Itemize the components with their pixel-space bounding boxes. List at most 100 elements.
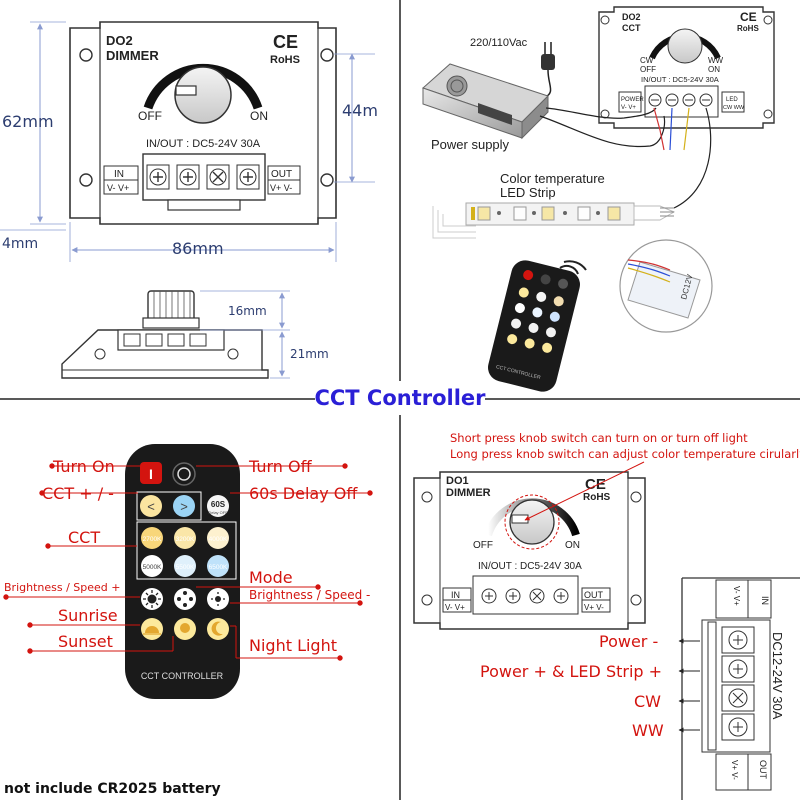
io-rating-label: IN/OUT : DC5-24V 30A bbox=[641, 75, 719, 84]
led-strip bbox=[432, 202, 676, 239]
label-mode: Mode bbox=[249, 568, 293, 587]
label-brightness-down: Brightness / Speed - bbox=[249, 588, 370, 602]
knob bbox=[174, 66, 232, 124]
inner-height-dimension: 44m bbox=[342, 101, 378, 120]
side-terminal-screws bbox=[721, 626, 755, 741]
battery-inset: DC12V bbox=[619, 239, 713, 333]
cct-3200-button[interactable] bbox=[174, 527, 196, 549]
chevron-right-icon: > bbox=[180, 499, 188, 514]
cct-value: 2700K bbox=[143, 536, 162, 543]
label-brightness-up: Brightness / Speed + bbox=[4, 581, 121, 594]
night-light-button[interactable] bbox=[207, 618, 229, 640]
sunset-icon bbox=[180, 623, 190, 633]
cct-value: 5000K bbox=[143, 564, 162, 571]
terminal-screws bbox=[146, 164, 260, 190]
led-tag: LED bbox=[726, 97, 738, 103]
ww-label: WW bbox=[708, 56, 724, 65]
cct-value: 6500K bbox=[209, 564, 228, 571]
sun-small-icon bbox=[215, 596, 221, 602]
strip-label-line-2: LED Strip bbox=[500, 185, 556, 200]
hole-dimension: 4mm bbox=[2, 236, 38, 252]
in-label: IN bbox=[451, 590, 460, 600]
rating-label: DC12-24V 30A bbox=[770, 632, 785, 720]
height-dimension: 62mm bbox=[2, 112, 54, 131]
knob-indicator bbox=[175, 85, 197, 96]
ce-mark: CE bbox=[273, 32, 298, 52]
side-in-label: IN bbox=[760, 596, 770, 605]
delay-button-label: 60S bbox=[211, 500, 226, 509]
type-label: CCT bbox=[622, 23, 641, 33]
terminal-label-cw: CW bbox=[634, 692, 661, 711]
knob-note-short-press: Short press knob switch can turn on or t… bbox=[450, 431, 748, 445]
moon-icon bbox=[211, 621, 223, 636]
mount-hole bbox=[320, 48, 334, 62]
cct-4000-button[interactable] bbox=[207, 527, 229, 549]
battery-note: not include CR2025 battery bbox=[4, 781, 221, 797]
label-sunrise: Sunrise bbox=[58, 606, 118, 625]
delay-button-sublabel: Delay OFF bbox=[208, 510, 228, 515]
remote-photo: CCT CONTROLLER bbox=[488, 260, 580, 392]
knob-note-long-press: Long press knob switch can adjust color … bbox=[450, 447, 800, 461]
cct-value: 5500K bbox=[176, 564, 195, 571]
sunrise-icon bbox=[145, 626, 159, 633]
cct-5500-button[interactable] bbox=[174, 555, 196, 577]
side-terminal-outline bbox=[681, 577, 800, 800]
cct-minus-button[interactable] bbox=[140, 495, 162, 517]
cct-adjust-group bbox=[136, 491, 202, 521]
side-out-label: OUT bbox=[758, 760, 768, 780]
power-pins: V- V+ bbox=[621, 105, 636, 111]
type-label: DIMMER bbox=[106, 48, 159, 63]
model-label: DO2 bbox=[106, 33, 133, 48]
mode-icon bbox=[177, 591, 193, 607]
cct-2700-button[interactable] bbox=[141, 527, 163, 549]
led-pins: CW WW bbox=[723, 105, 745, 111]
cct-5000-button[interactable] bbox=[141, 555, 163, 577]
turn-off-button[interactable] bbox=[172, 462, 196, 486]
cct-plus-button[interactable] bbox=[173, 495, 195, 517]
side-in-pins: V- V+ bbox=[732, 586, 741, 606]
in-pins: V- V+ bbox=[107, 183, 129, 193]
side-view bbox=[61, 290, 269, 379]
power-supply-label: Power supply bbox=[431, 137, 510, 152]
knob-on-label: ON bbox=[250, 109, 268, 123]
knob-highlight bbox=[504, 494, 560, 550]
delay-off-button[interactable] bbox=[207, 495, 229, 517]
label-night-light: Night Light bbox=[249, 636, 337, 655]
in-label: IN bbox=[114, 169, 124, 180]
model-label: DO2 bbox=[622, 12, 641, 22]
out-pins: V+ V- bbox=[584, 603, 604, 612]
chevron-left-icon: < bbox=[147, 499, 155, 514]
cct-value: 4000K bbox=[209, 536, 228, 543]
wiring-panel: DO2 CCT CE RoHS CW OFF WW ON IN/OUT : DC… bbox=[422, 6, 775, 392]
strip-label-line-1: Color temperature bbox=[500, 171, 605, 186]
out-pins: V+ V- bbox=[270, 183, 292, 193]
dimensions-panel: DO2 DIMMER CE RoHS OFF ON IN/OUT : DC5-2… bbox=[0, 21, 378, 379]
turn-on-button[interactable] bbox=[140, 462, 162, 484]
type-label: DIMMER bbox=[446, 487, 491, 499]
ce-mark: CE bbox=[585, 476, 606, 493]
cct-preset-group bbox=[136, 521, 237, 580]
in-pins: V- V+ bbox=[445, 603, 465, 612]
model-label: DO1 bbox=[446, 475, 469, 487]
label-cct: CCT bbox=[68, 528, 100, 547]
power-tag: POWER bbox=[621, 97, 644, 103]
mode-button[interactable] bbox=[174, 588, 196, 610]
knob-on-label: ON bbox=[565, 540, 580, 551]
terminal-label-ww: WW bbox=[632, 721, 664, 740]
function-panel: Short press knob switch can turn on or t… bbox=[413, 431, 800, 800]
off-label: OFF bbox=[640, 65, 656, 74]
cct-6500-button[interactable] bbox=[207, 555, 229, 577]
mount-hole bbox=[79, 173, 93, 187]
knob-off-label: OFF bbox=[473, 540, 493, 551]
mount-hole bbox=[320, 173, 334, 187]
remote-functions-panel: I < > 60S Delay OFF 2700K 3200K 4000K 50… bbox=[3, 444, 373, 797]
cw-label: CW bbox=[640, 56, 654, 65]
signal-waves-icon bbox=[559, 260, 587, 275]
rohs-mark: RoHS bbox=[737, 24, 759, 33]
terminal-screws bbox=[648, 93, 713, 107]
mount-hole bbox=[79, 48, 93, 62]
knob-off-label: OFF bbox=[138, 109, 162, 123]
out-label: OUT bbox=[584, 590, 604, 600]
